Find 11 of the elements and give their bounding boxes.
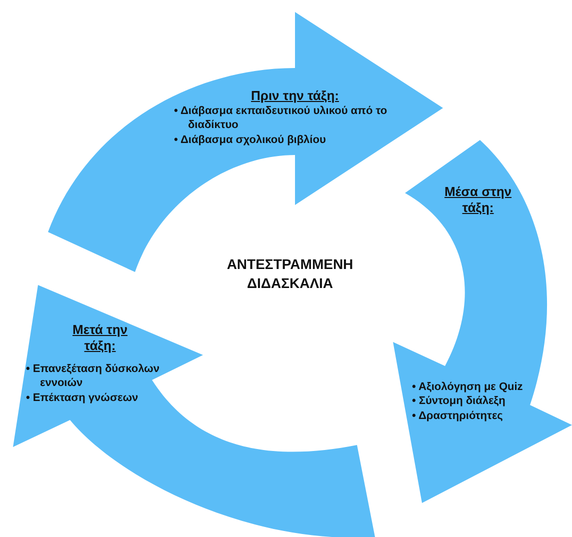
- bullet-item: • Επανεξέταση δύσκολων εννοιών: [26, 362, 160, 391]
- bullet-item: • Δραστηριότητες: [412, 408, 504, 423]
- bullet-item: • Διάβασμα σχολικού βιβλίου: [174, 132, 327, 147]
- section-heading: Μέσα στην τάξη:: [443, 184, 513, 216]
- bullet-item: • Σύντομη διάλεξη: [412, 394, 506, 409]
- center-title: ΑΝΤΕΣΤΡΑΜΜΕΝΗ ΔΙΔΑΣΚΑΛΙΑ: [226, 255, 354, 293]
- section-heading: Πριν την τάξη:: [250, 88, 340, 104]
- section-heading: Μετά την τάξη:: [71, 322, 128, 354]
- bullet-item: • Διάβασμα εκπαιδευτικού υλικού από το διαδίκτυο: [174, 104, 388, 133]
- bullet-item: • Αξιολόγηση με Quiz: [412, 380, 524, 394]
- bullet-item: • Επέκταση γνώσεων: [26, 390, 140, 405]
